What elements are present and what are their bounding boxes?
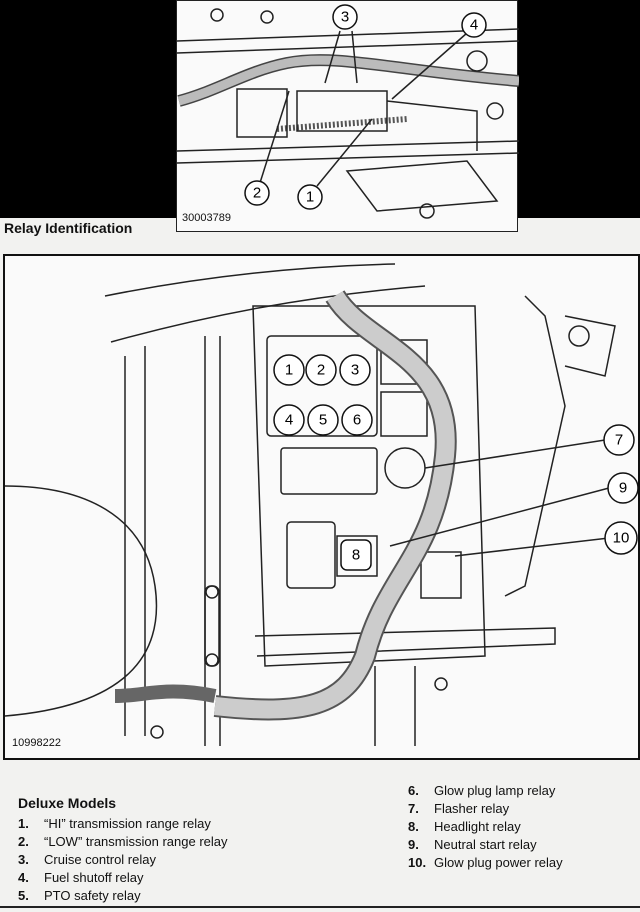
legend-text: Neutral start relay: [434, 837, 537, 852]
legend-number: 10.: [408, 855, 427, 870]
legend-number: 9.: [408, 837, 419, 852]
top-callout-1: 1: [306, 189, 314, 206]
black-border-right: [518, 0, 640, 218]
legend-item: 4. Fuel shutoff relay: [18, 869, 228, 887]
relay-label-1: 1: [285, 362, 293, 379]
legend-column-left: 1. “HI” transmission range relay 2. “LOW” …: [18, 815, 228, 905]
legend-item: 1. “HI” transmission range relay: [18, 815, 228, 833]
legend-item: 7. Flasher relay: [408, 800, 563, 818]
legend-text: Cruise control relay: [44, 852, 156, 867]
callout-7: 7: [615, 432, 623, 449]
top-illustration: 3 4 2 1: [176, 0, 519, 232]
legend-number: 3.: [18, 852, 29, 867]
legend-item: 5. PTO safety relay: [18, 887, 228, 905]
top-callout-4: 4: [470, 17, 478, 34]
figure-heading: Relay Identification: [4, 220, 133, 236]
legend-text: Flasher relay: [434, 801, 510, 816]
legend-number: 6.: [408, 783, 419, 798]
top-figure-code: 30003789: [182, 212, 231, 224]
relay-label-5: 5: [319, 412, 327, 429]
callout-10: 10: [613, 530, 630, 547]
legend-number: 4.: [18, 870, 29, 885]
legend-text: “HI” transmission range relay: [44, 816, 211, 831]
black-border-left: [0, 0, 176, 218]
top-callout-3: 3: [341, 9, 349, 26]
legend-item: 6. Glow plug lamp relay: [408, 782, 563, 800]
main-illustration: 1 2 3 4 5 6 8 7 9 10: [3, 254, 640, 760]
legend-text: “LOW” transmission range relay: [44, 834, 228, 849]
legend-number: 7.: [408, 801, 419, 816]
relay-label-6: 6: [353, 412, 361, 429]
legend-text: Fuel shutoff relay: [44, 870, 144, 885]
legend-item: 8. Headlight relay: [408, 818, 563, 836]
legend-number: 5.: [18, 888, 29, 903]
legend-item: 9. Neutral start relay: [408, 836, 563, 854]
relay-label-4: 4: [285, 412, 293, 429]
top-line-drawing: 3 4 2 1: [177, 4, 519, 219]
relay-label-3: 3: [351, 362, 359, 379]
legend-text: Glow plug power relay: [434, 855, 563, 870]
legend-text: Glow plug lamp relay: [434, 783, 556, 798]
legend-number: 1.: [18, 816, 29, 831]
relay-label-2: 2: [317, 362, 325, 379]
legend-item: 3. Cruise control relay: [18, 851, 228, 869]
callout-9: 9: [619, 480, 627, 497]
top-callout-2: 2: [253, 185, 261, 202]
legend-column-right: 6. Glow plug lamp relay 7. Flasher relay 8…: [408, 782, 563, 872]
legend-item: 10. Glow plug power relay: [408, 854, 563, 872]
legend-item: 2. “LOW” transmission range relay: [18, 833, 228, 851]
legend-title: Deluxe Models: [18, 795, 117, 811]
relay-label-8: 8: [352, 547, 360, 564]
legend-number: 2.: [18, 834, 29, 849]
main-line-drawing: 1 2 3 4 5 6 8 7 9 10: [5, 263, 638, 746]
legend-text: Headlight relay: [434, 819, 521, 834]
bottom-rule: [0, 906, 640, 908]
legend-text: PTO safety relay: [44, 888, 141, 903]
main-figure-code: 10998222: [12, 737, 61, 749]
legend-number: 8.: [408, 819, 419, 834]
